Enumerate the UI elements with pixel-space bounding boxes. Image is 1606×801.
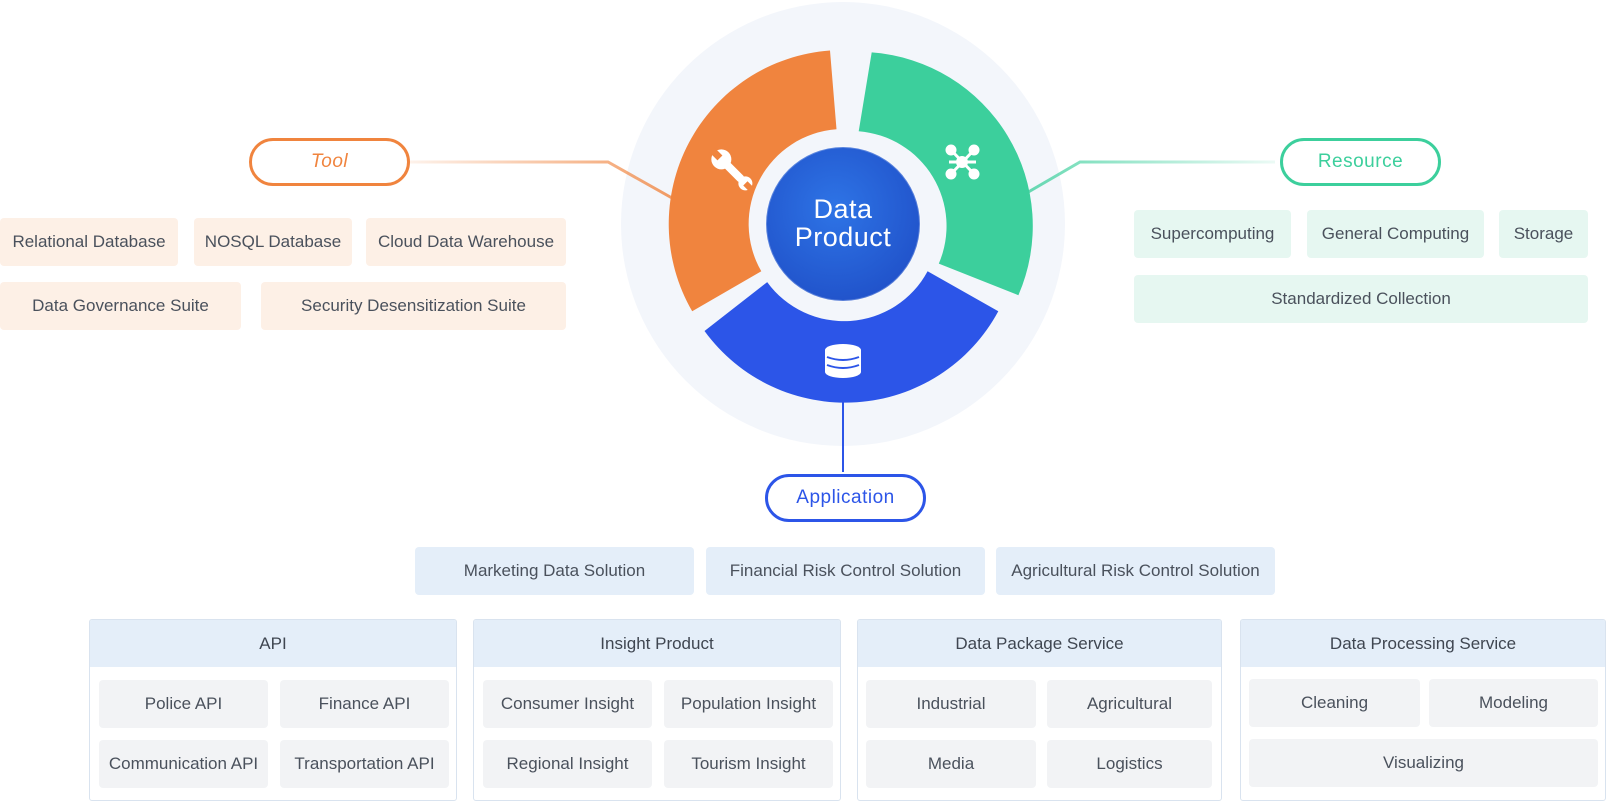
- group-title-api: API: [90, 620, 456, 667]
- resource-item-supercomputing[interactable]: Supercomputing: [1134, 210, 1291, 258]
- group-card-data-package-service: Data Package Service Industrial Agricult…: [857, 619, 1222, 801]
- resource-connector: [1017, 160, 1275, 200]
- database-icon: [825, 344, 861, 378]
- tool-connector: [408, 160, 673, 200]
- group-item-media[interactable]: Media: [866, 740, 1036, 788]
- resource-item-standardized-collection[interactable]: Standardized Collection: [1134, 275, 1588, 323]
- group-item-industrial[interactable]: Industrial: [866, 680, 1036, 728]
- group-card-insight-product: Insight Product Consumer Insight Populat…: [473, 619, 841, 801]
- hub-title-line2: Product: [794, 222, 892, 252]
- application-segment[interactable]: [704, 271, 999, 403]
- resource-item-storage[interactable]: Storage: [1499, 210, 1588, 258]
- group-item-finance-api[interactable]: Finance API: [280, 680, 449, 728]
- hub-core: [766, 147, 920, 301]
- group-item-visualizing[interactable]: Visualizing: [1249, 739, 1598, 787]
- resource-item-general-computing[interactable]: General Computing: [1307, 210, 1484, 258]
- solution-marketing[interactable]: Marketing Data Solution: [415, 547, 694, 595]
- group-card-api: API Police API Finance API Communication…: [89, 619, 457, 801]
- group-item-modeling[interactable]: Modeling: [1429, 679, 1598, 727]
- network-icon: [945, 144, 980, 180]
- tool-item-cloud-data-warehouse[interactable]: Cloud Data Warehouse: [366, 218, 566, 266]
- tool-item-data-governance-suite[interactable]: Data Governance Suite: [0, 282, 241, 330]
- solution-financial-risk[interactable]: Financial Risk Control Solution: [706, 547, 985, 595]
- group-item-transportation-api[interactable]: Transportation API: [280, 740, 449, 788]
- resource-label[interactable]: Resource: [1280, 138, 1441, 186]
- group-item-cleaning[interactable]: Cleaning: [1249, 679, 1420, 727]
- group-item-tourism-insight[interactable]: Tourism Insight: [664, 740, 833, 788]
- group-title-data-processing-service: Data Processing Service: [1241, 620, 1605, 667]
- group-item-consumer-insight[interactable]: Consumer Insight: [483, 680, 652, 728]
- solution-agricultural-risk[interactable]: Agricultural Risk Control Solution: [996, 547, 1275, 595]
- group-title-insight-product: Insight Product: [474, 620, 840, 667]
- application-label[interactable]: Application: [765, 474, 926, 522]
- group-item-population-insight[interactable]: Population Insight: [664, 680, 833, 728]
- tool-item-nosql-database[interactable]: NOSQL Database: [194, 218, 352, 266]
- group-item-regional-insight[interactable]: Regional Insight: [483, 740, 652, 788]
- tool-segment[interactable]: [668, 50, 837, 312]
- group-card-data-processing-service: Data Processing Service Cleaning Modelin…: [1240, 619, 1606, 801]
- group-item-agricultural[interactable]: Agricultural: [1047, 680, 1212, 728]
- hub-title: Data Product: [766, 147, 920, 301]
- group-item-communication-api[interactable]: Communication API: [99, 740, 268, 788]
- group-item-police-api[interactable]: Police API: [99, 680, 268, 728]
- tool-label[interactable]: Tool: [249, 138, 410, 186]
- tool-item-relational-database[interactable]: Relational Database: [0, 218, 178, 266]
- wrench-icon: [708, 146, 754, 192]
- tool-item-security-desensitization-suite[interactable]: Security Desensitization Suite: [261, 282, 566, 330]
- hub-title-line1: Data: [813, 194, 873, 224]
- group-item-logistics[interactable]: Logistics: [1047, 740, 1212, 788]
- group-title-data-package-service: Data Package Service: [858, 620, 1221, 667]
